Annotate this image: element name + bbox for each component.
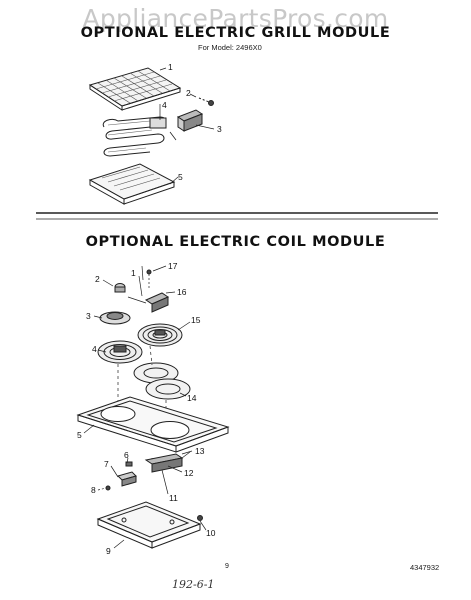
section-separator [36, 213, 438, 219]
coil-callout-3: 3 [86, 311, 91, 321]
document-number: 4347932 [410, 563, 440, 572]
coil-callout-5: 5 [77, 430, 82, 440]
coil-callout-10: 10 [206, 528, 216, 538]
coil-callout-13: 13 [195, 446, 205, 456]
coil-callout-14: 14 [187, 393, 197, 403]
connector-block [118, 472, 136, 486]
grill-terminal-block [178, 110, 202, 131]
watermark: AppliancePartsPros.com [82, 4, 389, 33]
terminal-block [146, 452, 190, 472]
coil-callout-9: 9 [106, 546, 111, 556]
coil-callout-11: 11 [169, 493, 178, 503]
grill-drip-pan [90, 164, 174, 204]
coil-callout-7: 7 [104, 459, 109, 469]
grill-callout-1: 1 [168, 62, 173, 72]
page-number: 9 [225, 563, 229, 570]
grill-callout-5: 5 [178, 172, 183, 182]
coil-screw [147, 270, 151, 290]
coil-callout-8: 8 [91, 485, 96, 495]
coil-callout-15: 15 [191, 315, 201, 325]
grill-leader-lines [160, 68, 214, 184]
coil-leader-lines [84, 266, 206, 548]
coil-callout-1: 1 [131, 268, 136, 278]
grill-callout-3: 3 [217, 124, 222, 134]
small-receptacle [94, 312, 130, 324]
base-pan [98, 502, 200, 548]
grill-heating-element [103, 117, 176, 156]
grill-module-title: OPTIONAL ELECTRIC GRILL MODULE [80, 25, 391, 41]
large-surface-element [138, 324, 182, 346]
coil-callout-17: 17 [168, 261, 178, 271]
grill-grate [90, 68, 180, 110]
coil-callout-4: 4 [92, 344, 97, 354]
grill-screw [199, 98, 214, 106]
coil-callout-6: 6 [124, 450, 129, 460]
coil-module-title: OPTIONAL ELECTRIC COIL MODULE [85, 234, 386, 250]
coil-callout-12: 12 [184, 468, 194, 478]
base-screw [198, 516, 203, 521]
mounting-screw [98, 486, 110, 490]
coil-callout-16: 16 [177, 287, 187, 297]
coil-switch [128, 276, 168, 312]
grill-callout-2: 2 [186, 88, 191, 98]
cooktop-frame [78, 397, 228, 452]
grill-callout-4: 4 [162, 100, 167, 110]
grill-model-line: For Model: 2496X0 [198, 43, 262, 52]
coil-knob [115, 284, 125, 293]
drip-bowls [134, 363, 190, 399]
coil-callout-2: 2 [95, 274, 100, 284]
small-bracket [126, 462, 132, 466]
small-surface-element [98, 341, 142, 363]
handwritten-note: 192-6-1 [172, 578, 215, 591]
